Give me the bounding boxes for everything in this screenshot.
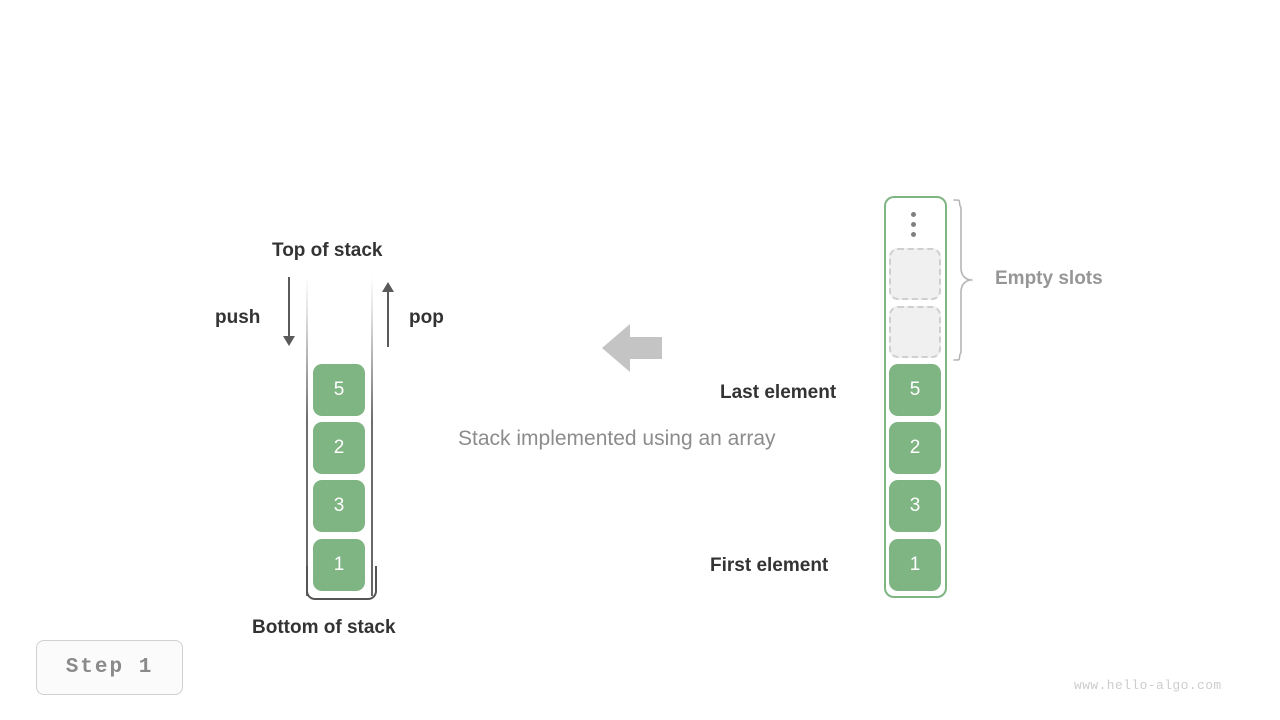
stack-container-left-wall [306, 276, 308, 596]
stack-cell: 1 [313, 539, 365, 591]
vertical-ellipsis-icon [911, 212, 916, 237]
push-label: push [215, 307, 261, 328]
first-element-label: First element [710, 555, 829, 576]
push-arrow-head-icon [283, 336, 295, 346]
transform-arrow-icon [602, 322, 662, 374]
pop-arrow-shaft [387, 291, 389, 347]
pop-arrow-head-icon [382, 282, 394, 292]
top-of-stack-label: Top of stack [272, 240, 383, 261]
array-empty-slot [889, 306, 941, 358]
array-cell: 2 [889, 422, 941, 474]
empty-slots-brace-icon [952, 198, 974, 362]
array-cell: 3 [889, 480, 941, 532]
watermark: www.hello-algo.com [1074, 678, 1222, 693]
stack-cell: 2 [313, 422, 365, 474]
stack-cell: 3 [313, 480, 365, 532]
stack-cell: 5 [313, 364, 365, 416]
bottom-of-stack-label: Bottom of stack [252, 617, 396, 638]
array-container-frame [884, 196, 947, 598]
array-cell: 1 [889, 539, 941, 591]
push-arrow-shaft [288, 277, 290, 337]
empty-slots-label: Empty slots [995, 268, 1103, 289]
last-element-label: Last element [720, 382, 837, 403]
stack-container-floor [306, 566, 377, 600]
array-empty-slot [889, 248, 941, 300]
pop-label: pop [409, 307, 444, 328]
step-badge: Step 1 [36, 640, 183, 695]
array-cell: 5 [889, 364, 941, 416]
stack-container-right-wall [371, 276, 373, 596]
diagram-caption: Stack implemented using an array [458, 427, 776, 450]
